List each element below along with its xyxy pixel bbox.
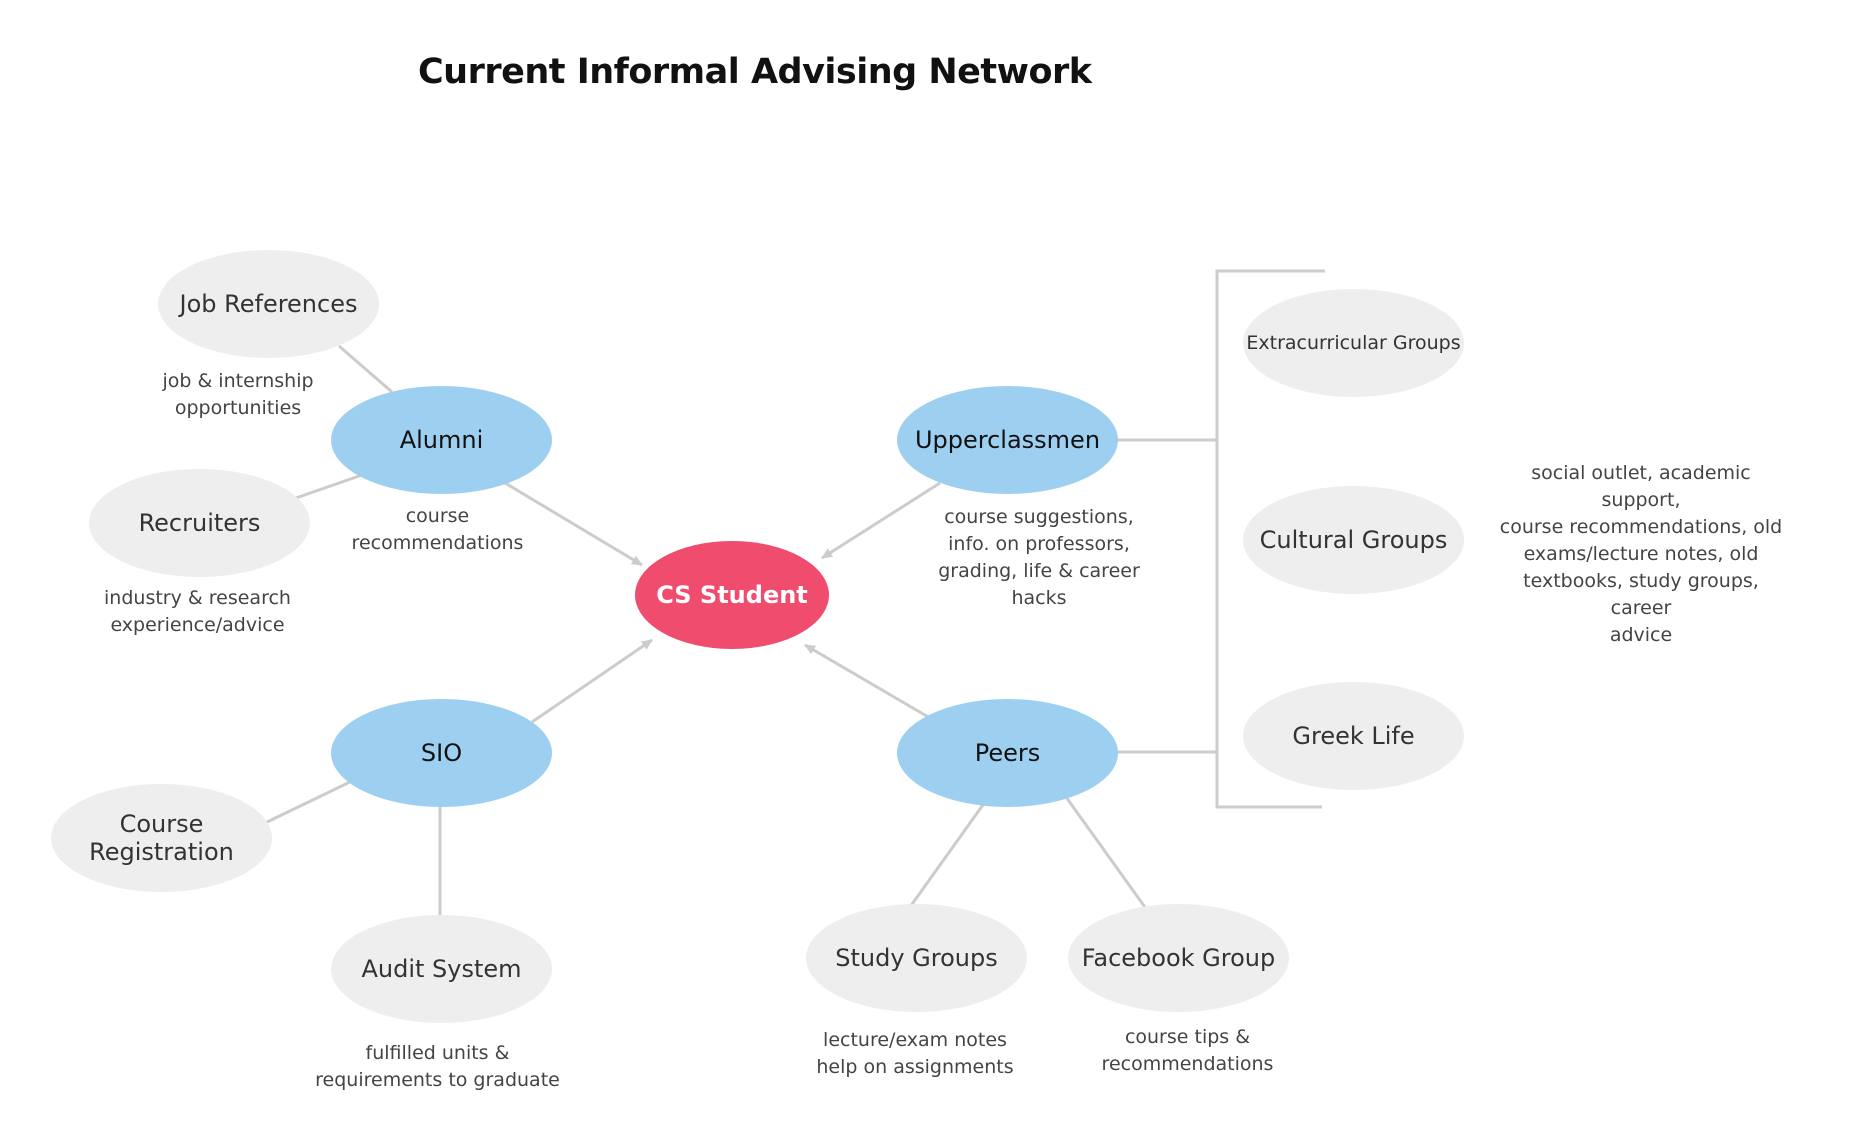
study-groups-label: Study Groups	[835, 944, 998, 972]
sio-label: SIO	[420, 739, 463, 767]
audit-system-node: Audit System	[331, 915, 552, 1023]
sio-node: SIO	[331, 699, 552, 807]
cs-student-label: CS Student	[656, 581, 808, 609]
edge-job-references-alumni	[338, 344, 393, 394]
cs-student-node: CS Student	[635, 541, 829, 649]
greek-life-node: Greek Life	[1243, 682, 1464, 790]
edge-upperclassmen-to-student	[821, 481, 941, 560]
note-groups-info: social outlet, academic support, course …	[1499, 462, 1783, 646]
audit-system-label: Audit System	[361, 955, 522, 983]
course-registration-node: Course Registration	[51, 784, 272, 892]
edge-facebook-group-peers	[1064, 796, 1149, 911]
alumni-node: Alumni	[331, 386, 552, 494]
cultural-groups-node: Cultural Groups	[1243, 486, 1464, 594]
alumni-label: Alumni	[399, 426, 484, 454]
edge-peers-to-student	[804, 643, 931, 720]
upperclassmen-label: Upperclassmen	[914, 426, 1101, 454]
upperclassmen-node: Upperclassmen	[897, 386, 1118, 494]
edge-study-groups-peers	[908, 801, 987, 908]
job-references-node: Job References	[158, 250, 379, 358]
facebook-group-node: Facebook Group	[1068, 904, 1289, 1012]
note-facebook-info: course tips & recommendations	[1101, 1026, 1274, 1075]
cultural-groups-label: Cultural Groups	[1259, 526, 1448, 554]
extracurricular-groups-node: Extracurricular Groups	[1243, 289, 1464, 397]
edge-alumni-to-student	[504, 481, 643, 567]
course-registration-label: Course Registration	[89, 810, 234, 866]
diagram-title: Current Informal Advising Network	[418, 52, 1092, 92]
job-references-label: Job References	[179, 290, 358, 318]
facebook-group-label: Facebook Group	[1081, 944, 1276, 972]
edge-sio-to-student	[531, 638, 653, 724]
edge-recruiters-alumni	[295, 473, 363, 500]
note-alumni-course-recommendations: course recommendations	[351, 505, 524, 554]
recruiters-label: Recruiters	[138, 509, 261, 537]
note-upperclassmen-info: course suggestions, info. on professors,…	[938, 506, 1140, 609]
note-job-internship: job & internship opportunities	[162, 370, 314, 419]
note-industry-research: industry & research experience/advice	[104, 587, 291, 636]
note-audit-info: fulfilled units & requirements to gradua…	[315, 1042, 560, 1091]
groups-bracket	[1215, 269, 1325, 809]
note-study-groups-info: lecture/exam notes help on assignments	[816, 1029, 1014, 1078]
peers-node: Peers	[897, 699, 1118, 807]
recruiters-node: Recruiters	[89, 469, 310, 577]
study-groups-node: Study Groups	[806, 904, 1027, 1012]
extracurricular-groups-label: Extracurricular Groups	[1246, 332, 1461, 354]
edge-course-registration-sio	[264, 779, 353, 825]
greek-life-label: Greek Life	[1292, 722, 1415, 750]
peers-label: Peers	[974, 739, 1041, 767]
